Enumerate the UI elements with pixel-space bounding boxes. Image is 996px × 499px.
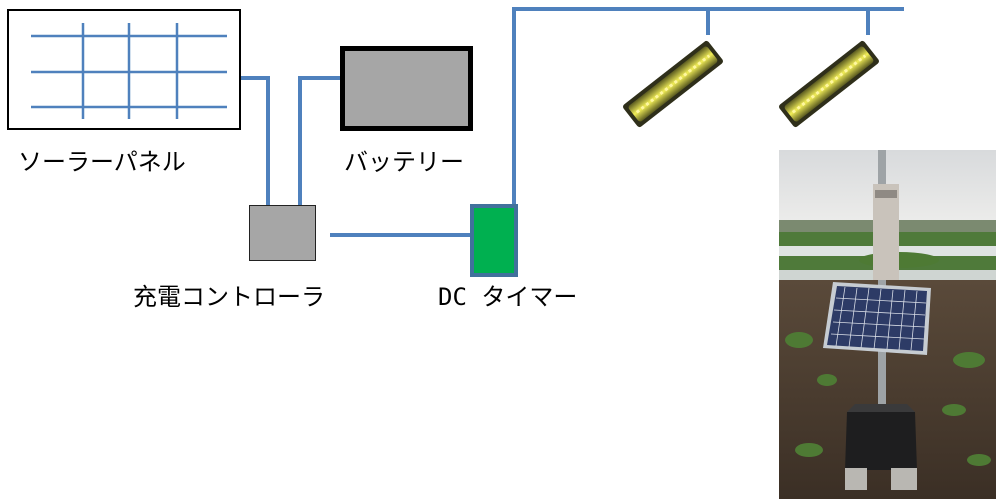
solar-panel-label: ソーラーパネル	[18, 148, 186, 176]
wire-panel-controller	[241, 76, 270, 206]
battery-icon	[340, 46, 473, 131]
dc-timer-label: DC タイマー	[438, 283, 578, 311]
charge-controller-label: 充電コントローラ	[133, 283, 325, 311]
led-lamp-icon	[779, 40, 879, 128]
charge-controller-icon	[249, 205, 316, 261]
wire-timer-bus	[512, 7, 904, 205]
solar-panel-grid	[31, 23, 227, 119]
solar-panel-icon	[7, 9, 241, 130]
field-installation-photo	[779, 150, 996, 499]
dc-timer-icon	[470, 204, 518, 277]
led-lamp-icon	[623, 40, 723, 128]
battery-label: バッテリー	[344, 148, 464, 176]
wire-controller-battery	[298, 76, 340, 206]
